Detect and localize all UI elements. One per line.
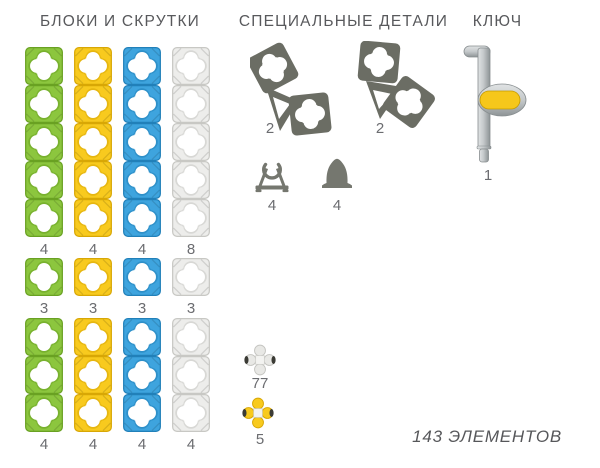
count-label: 1 [483,167,493,184]
white-block [172,199,210,237]
white-block [172,123,210,161]
green-block [25,47,63,85]
count-label: 3 [186,300,196,317]
yellow-block [74,318,112,356]
bell-part [316,153,358,193]
green-block [25,85,63,123]
yellow-block [74,356,112,394]
count-label: 3 [88,300,98,317]
green-block [25,394,63,432]
count-label: 4 [332,197,342,214]
green-block [25,161,63,199]
count-label: 8 [186,241,196,258]
yellow-block [74,161,112,199]
block-column-blue-x1 [123,258,161,296]
block-column-blue-x3 [123,318,161,432]
count-label: 2 [265,120,275,137]
yellow-block [74,199,112,237]
count-label: 4 [186,436,196,453]
blue-block [123,47,161,85]
yellow-twist-connector [242,397,274,429]
white-twist-connector [244,344,276,376]
block-column-yellow-x1 [74,258,112,296]
green-block [25,258,63,296]
block-column-white-x1 [172,258,210,296]
white-block [172,356,210,394]
yellow-block [74,123,112,161]
count-label: 4 [267,197,277,214]
white-block [172,85,210,123]
yellow-block [74,394,112,432]
white-block [172,394,210,432]
count-label: 4 [88,436,98,453]
block-column-white-x5 [172,47,210,237]
key-section-title: КЛЮЧ [472,13,523,30]
blue-block [123,199,161,237]
block-column-green-x1 [25,258,63,296]
blue-block [123,394,161,432]
block-column-blue-x5 [123,47,161,237]
yellow-block [74,85,112,123]
angled-double-block-right [352,40,438,138]
count-label: 2 [375,120,385,137]
total-elements-label: 143 ЭЛЕМЕНТОВ [412,427,562,446]
count-label: 77 [251,375,269,392]
green-block [25,199,63,237]
special-section-title: СПЕЦИАЛЬНЫЕ ДЕТАЛИ [238,13,449,30]
assembly-key-tool [460,40,530,170]
white-block [172,161,210,199]
count-label: 4 [137,436,147,453]
blue-block [123,258,161,296]
white-block [172,47,210,85]
count-label: 3 [39,300,49,317]
green-block [25,356,63,394]
clip-part [252,155,292,197]
block-column-yellow-x5 [74,47,112,237]
blue-block [123,85,161,123]
blue-block [123,356,161,394]
count-label: 4 [88,241,98,258]
green-block [25,123,63,161]
yellow-block [74,47,112,85]
block-column-green-x5 [25,47,63,237]
block-column-white-x3 [172,318,210,432]
count-label: 5 [255,431,265,448]
count-label: 4 [39,436,49,453]
yellow-block [74,258,112,296]
count-label: 4 [137,241,147,258]
blue-block [123,318,161,356]
blocks-section-title: БЛОКИ И СКРУТКИ [39,13,201,30]
block-column-yellow-x3 [74,318,112,432]
count-label: 4 [39,241,49,258]
count-label: 3 [137,300,147,317]
white-block [172,318,210,356]
blue-block [123,123,161,161]
blue-block [123,161,161,199]
angled-double-block-left [247,41,332,138]
green-block [25,318,63,356]
block-column-green-x3 [25,318,63,432]
white-block [172,258,210,296]
